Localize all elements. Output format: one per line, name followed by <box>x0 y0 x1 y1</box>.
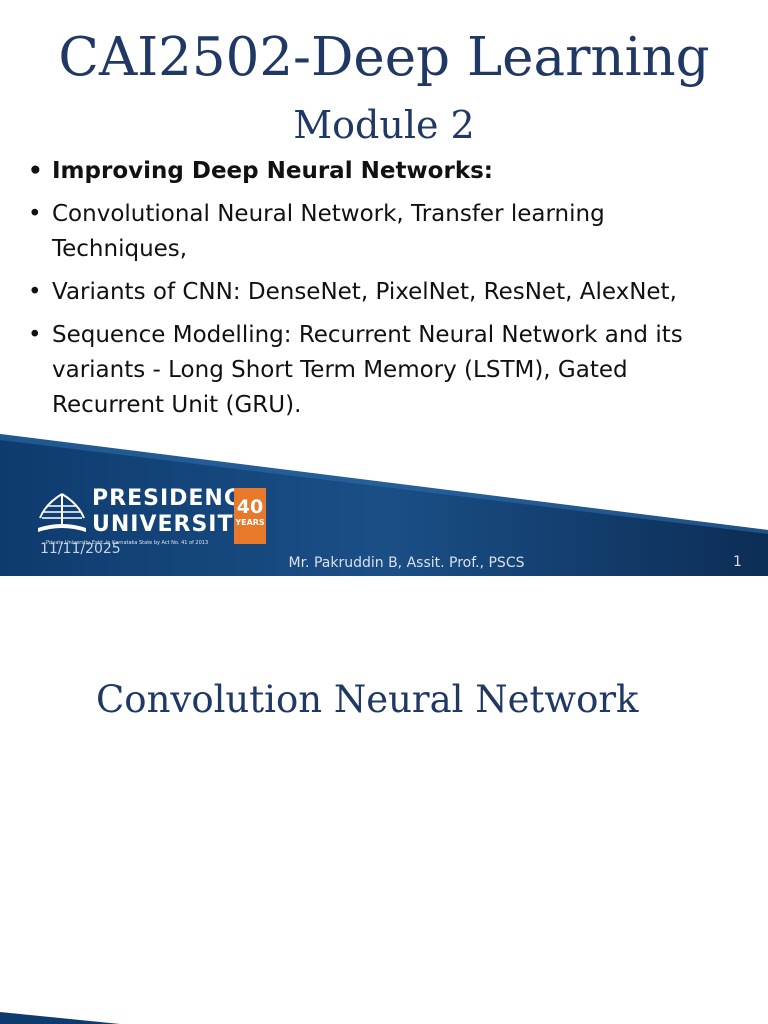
bullet-dot-icon: • <box>28 322 42 348</box>
bullet-item: • Improving Deep Neural Networks: <box>28 154 718 189</box>
badge-text: YEARS <box>235 518 265 527</box>
slide-1: CAI2502-Deep Learning Module 2 • Improvi… <box>0 27 768 576</box>
bullet-dot-icon: • <box>28 158 43 184</box>
logo-word-presidency: PRESIDENCY <box>92 486 258 511</box>
footer-date: 11/11/2025 <box>40 541 121 557</box>
bullet-item: • Convolutional Neural Network, Transfer… <box>28 197 718 267</box>
slide-title: CAI2502-Deep Learning <box>58 27 710 88</box>
footer-presenter: Mr. Pakruddin B, Assit. Prof., PSCS <box>288 555 525 571</box>
footer-band <box>0 1012 120 1024</box>
bullet-text: Sequence Modelling: Recurrent Neural Net… <box>52 322 683 418</box>
bullet-dot-icon: • <box>28 279 42 305</box>
footer-band <box>0 434 768 576</box>
badge-number: 40 <box>236 496 264 518</box>
bullet-item: • Sequence Modelling: Recurrent Neural N… <box>28 318 718 423</box>
footer-page-number: 1 <box>733 554 742 570</box>
bullet-item: • Variants of CNN: DenseNet, PixelNet, R… <box>28 275 718 310</box>
slide-2: Convolution Neural Network <box>0 576 768 1024</box>
slide-title: Convolution Neural Network <box>96 678 639 721</box>
bullet-list: • Improving Deep Neural Networks: • Conv… <box>28 154 718 431</box>
bullet-dot-icon: • <box>28 201 42 227</box>
bullet-text: Variants of CNN: DenseNet, PixelNet, Res… <box>52 279 677 305</box>
logo-subtext: Private University Estd. in Karnataka St… <box>46 540 209 546</box>
tree-emblem-icon <box>38 493 86 532</box>
slide-subtitle: Module 2 <box>293 103 475 147</box>
anniversary-badge: 40 YEARS <box>234 488 266 544</box>
bullet-text: Convolutional Neural Network, Transfer l… <box>52 201 605 262</box>
bullet-text: Improving Deep Neural Networks: <box>52 158 494 184</box>
university-logo: PRESIDENCY UNIVERSITY 40 YEARS Private U… <box>34 486 274 548</box>
logo-word-university: UNIVERSITY <box>92 512 251 537</box>
